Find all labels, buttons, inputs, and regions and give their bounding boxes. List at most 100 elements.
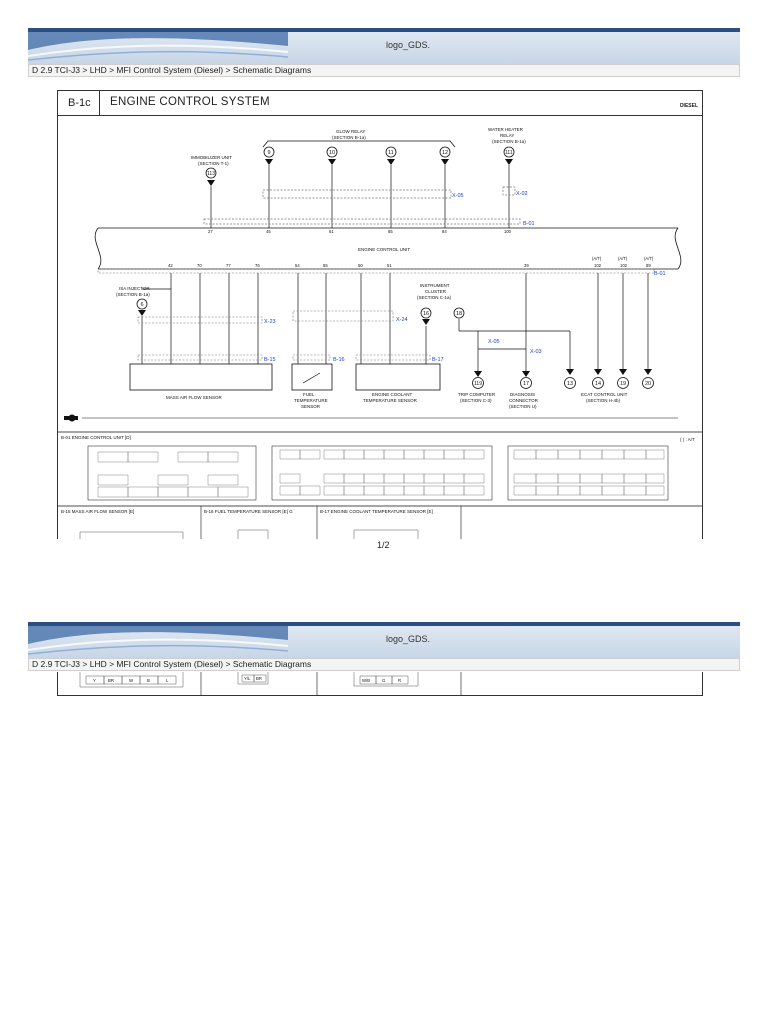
instrument-cluster-label-2: CLUSTER xyxy=(425,289,447,294)
connector-band-b16 xyxy=(292,354,331,361)
bottom-component-markers: ISA INJECTOR (SECTION B-1a) 6 INSTRUMENT… xyxy=(116,283,654,409)
comp-6: 6 xyxy=(141,302,144,308)
maf-sensor-box xyxy=(129,363,273,391)
comp-119: 119 xyxy=(474,381,482,387)
instrument-cluster-label-1: INSTRUMENT xyxy=(420,283,450,288)
connector-x02: X-02 xyxy=(516,191,528,197)
wiring-diagram: IMMOBILIZER UNIT (SECTION T-1) GLOW RELA… xyxy=(58,127,702,539)
schematic-sheet-continued: Y BR W B L Y/L BR W/B G R xyxy=(57,672,703,696)
connector-band-b01-top xyxy=(203,218,521,225)
sensor-boxes: MASS AIR FLOW SENSOR FUEL TEMPERATURE SE… xyxy=(129,363,441,409)
connector-band-x24 xyxy=(292,310,394,322)
pin-label: W/B xyxy=(362,678,370,683)
isa-injector-section: (SECTION B-1a) xyxy=(116,292,150,297)
isa-injector-label: ISA INJECTOR xyxy=(119,286,150,291)
at-label: (A/T) xyxy=(592,256,602,261)
page-indicator: 1/2 xyxy=(377,540,390,550)
fuel-temp-label-3: SENSOR xyxy=(301,404,321,409)
connector-face-right xyxy=(507,445,669,501)
immobilizer-label-1: IMMOBILIZER UNIT xyxy=(191,155,232,160)
coolant-label-1: ENGINE COOLANT xyxy=(372,392,413,397)
breadcrumb-2: D 2.9 TCI-J3 > LHD > MFI Control System … xyxy=(28,658,740,671)
ecu-top-pin: 45 xyxy=(266,229,271,234)
connector-b01-top: B-01 xyxy=(523,221,535,227)
maf-sensor-label: MASS AIR FLOW SENSOR xyxy=(166,395,223,400)
ecu-bottom-pin: 54 xyxy=(295,263,300,268)
connector-band-x23 xyxy=(137,316,263,324)
fuel-temp-sensor-box xyxy=(291,363,333,391)
pin-label: Y/L xyxy=(244,676,251,681)
pin-label: BR xyxy=(108,678,114,683)
instrument-cluster-label-3: (SECTION C-1a) xyxy=(417,295,452,300)
ecat-section: (SECTION H-4b) xyxy=(586,398,621,403)
ecu-bottom-pin: 50 xyxy=(358,263,363,268)
ecu-bottom-pin: 55 xyxy=(323,263,328,268)
ecu-bottom-pin: 39 xyxy=(524,263,529,268)
ecu-top-pin: 27 xyxy=(208,229,213,234)
header-banner: logo_GDS. xyxy=(28,28,740,64)
connector-b16: B-16 xyxy=(333,357,345,363)
connector-x03: X-03 xyxy=(530,349,542,355)
comp-113: 113 xyxy=(207,171,215,177)
water-heater-label-3: (SECTION B-1a) xyxy=(492,139,526,144)
comp-9: 9 xyxy=(268,150,271,156)
connector-table-title: B-01 ENGINE CONTROL UNIT [D] xyxy=(61,435,131,440)
comp-18: 18 xyxy=(456,311,462,317)
diagnosis-label-1: DIAGNOSIS xyxy=(510,392,535,397)
connector-face-middle xyxy=(271,445,493,501)
sensor-header-b17: B-17 ENGINE COOLANT TEMPERATURE SENSOR [… xyxy=(320,509,433,514)
pin-label: W xyxy=(129,678,134,683)
ecu-bottom-pin: 77 xyxy=(226,263,231,268)
glow-relay-bracket xyxy=(262,140,456,148)
connector-band-b01-bottom xyxy=(97,268,655,274)
coolant-sensor-box xyxy=(355,363,441,391)
connector-x05-bottom: X-05 xyxy=(488,339,500,345)
connector-faces xyxy=(87,445,669,501)
pin-label: Y xyxy=(93,678,96,683)
pin-label: R xyxy=(398,678,401,683)
banner-swoosh-graphic xyxy=(28,626,288,655)
pin-label: B xyxy=(147,678,150,683)
connector-b15: B-15 xyxy=(264,357,276,363)
schematic-sheet: B-1c ENGINE CONTROL SYSTEM DIESEL IMMOBI… xyxy=(57,90,703,539)
at-label: (A/T) xyxy=(618,256,628,261)
glow-relay-label-1: GLOW RELAY xyxy=(336,129,365,134)
ecu-bottom-pin: 102 xyxy=(594,263,602,268)
ecu-top-pin: 100 xyxy=(504,229,512,234)
immobilizer-label-2: (SECTION T-1) xyxy=(198,161,229,166)
breadcrumb: D 2.9 TCI-J3 > LHD > MFI Control System … xyxy=(28,64,740,77)
sheet-header: B-1c ENGINE CONTROL SYSTEM DIESEL xyxy=(58,91,702,116)
ecu-bottom-pin: 42 xyxy=(168,263,173,268)
diagnosis-label-2: CONNECTOR xyxy=(509,398,539,403)
ground-symbol xyxy=(64,414,78,422)
bottom-wires xyxy=(141,273,649,371)
at-label: (A/T) xyxy=(644,256,654,261)
pin-label: BR xyxy=(256,676,262,681)
glow-relay-label-2: (SECTION B-1a) xyxy=(332,135,366,140)
pin-label: L xyxy=(166,678,169,683)
connector-band-b15 xyxy=(137,354,263,361)
sensor-header-b16: B-16 FUEL TEMPERATURE SENSOR [E] G xyxy=(204,509,293,514)
ecu-label: ENGINE CONTROL UNIT xyxy=(358,247,410,252)
water-heater-label-1: WATER HEATER xyxy=(488,127,524,132)
ecu-top-pin: 85 xyxy=(388,229,393,234)
fuel-temp-label-1: FUEL xyxy=(303,392,315,397)
logo-gds: logo_GDS. xyxy=(386,40,431,50)
ecu-top-pin: 84 xyxy=(442,229,447,234)
connector-band-x02 xyxy=(502,186,516,196)
ecu-top-pin: 61 xyxy=(329,229,334,234)
comp-17: 17 xyxy=(523,381,529,387)
ecu-bottom-pin: 102 xyxy=(620,263,628,268)
comp-11: 11 xyxy=(388,150,394,156)
connector-x24: X-24 xyxy=(396,317,408,323)
variant-label: DIESEL xyxy=(679,103,698,109)
comp-10: 10 xyxy=(329,150,335,156)
ecat-label: ECAT CONTROL UNIT xyxy=(581,392,628,397)
connector-b01-bottom: B-01 xyxy=(654,271,666,277)
banner-swoosh-graphic xyxy=(28,32,288,61)
connector-face-left xyxy=(87,445,257,501)
comp-14: 14 xyxy=(595,381,601,387)
water-heater-label-2: RELAY xyxy=(500,133,514,138)
header-banner-2: logo_GDS. xyxy=(28,622,740,658)
comp-20: 20 xyxy=(645,381,651,387)
